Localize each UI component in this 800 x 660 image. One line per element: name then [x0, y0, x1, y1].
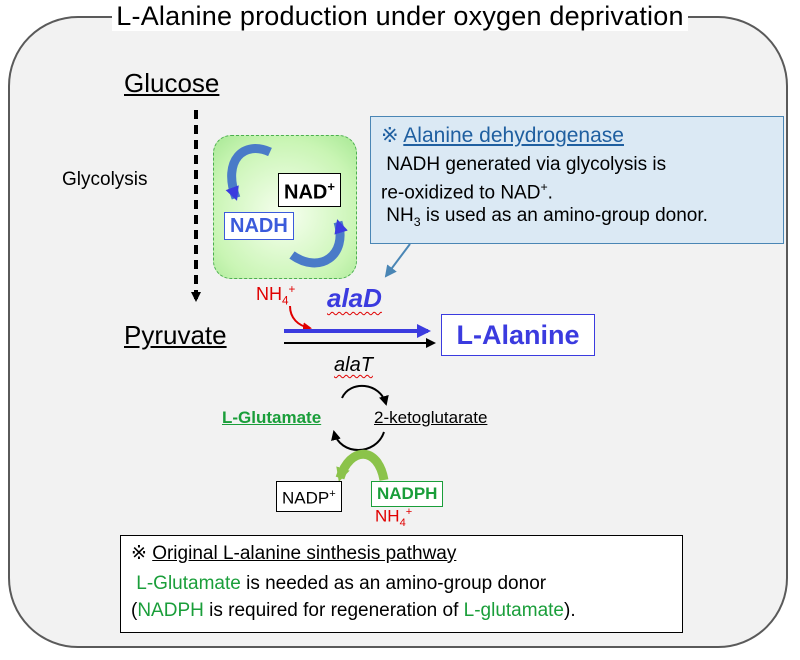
nh4-base-2: NH [375, 506, 400, 526]
callout-orig-nadph: NADPH [137, 600, 204, 621]
label-glycolysis: Glycolysis [62, 169, 148, 190]
nadh-box: NADH [224, 212, 294, 240]
nh4-sup-2: + [405, 506, 413, 518]
nh4-label-alad: NH4+ [256, 283, 295, 308]
nadp-charge: + [329, 488, 336, 500]
callout-orig-body: L-Glutamate is needed as an amino-group … [131, 570, 672, 624]
callout-alanine-dehydrogenase: ※ Alanine dehydrogenase NADH generated v… [370, 116, 784, 244]
nad-box: NAD+ [278, 173, 341, 207]
nh4-base: NH [256, 284, 282, 304]
compound-l-glutamate: L-Glutamate [222, 408, 322, 427]
diagram-title: L-Alanine production under oxygen depriv… [60, 0, 740, 32]
callout-alad-line1: NADH generated via glycolysis is [381, 153, 773, 176]
nadp-text: NADP [282, 488, 330, 508]
title-text: L-Alanine production under oxygen depriv… [112, 1, 688, 31]
callout-alad-line2-sup: + [540, 180, 548, 194]
reference-mark-2: ※ [131, 543, 147, 564]
callout-orig-close: ). [564, 600, 576, 621]
compound-glucose: Glucose [124, 68, 220, 98]
compound-2-ketoglutarate: 2-ketoglutarate [374, 408, 488, 427]
callout-alad-title: Alanine dehydrogenase [403, 124, 624, 147]
callout-alad-line3-pre: NH [386, 205, 414, 227]
callout-alad-line2-pre: re-oxidized to NAD [381, 182, 541, 204]
callout-alad-line3-post: is used as an amino-group donor. [420, 205, 708, 227]
nh4-label-nadph: NH4+ [375, 506, 412, 529]
nadph-box: NADPH [371, 481, 444, 507]
callout-orig-line1: L-Glutamate is needed as an amino-group … [131, 570, 672, 597]
callout-alad-line2: re-oxidized to NAD+. [381, 176, 773, 204]
callout-orig-line2: (NADPH is required for regeneration of L… [131, 597, 672, 624]
nadh-cycle-panel [213, 135, 357, 279]
callout-alad-body: NADH generated via glycolysis is re-oxid… [381, 153, 773, 234]
nh4-sup: + [288, 283, 296, 296]
nad-text: NAD [284, 181, 328, 204]
callout-alad-line3: NH3 is used as an amino-group donor. [381, 204, 773, 234]
compound-pyruvate: Pyruvate [124, 320, 227, 350]
callout-orig-glutamate-2: L-glutamate [463, 600, 564, 621]
callout-orig-open: ( [131, 600, 138, 621]
gene-alat: alaT [334, 354, 373, 376]
callout-original-pathway: ※ Original L-alanine sinthesis pathway L… [120, 535, 683, 633]
reference-mark: ※ [381, 124, 399, 147]
nh4-sub-2: 4 [399, 517, 406, 530]
nad-charge: + [327, 179, 335, 194]
gene-alad: alaD [327, 283, 382, 313]
callout-orig-glutamate: L-Glutamate [136, 573, 241, 594]
callout-orig-title: Original L-alanine sinthesis pathway [152, 543, 457, 564]
nadp-box: NADP+ [276, 481, 342, 512]
compound-l-alanine: L-Alanine [441, 314, 595, 356]
callout-alad-line2-post: . [547, 182, 553, 204]
nh4-sub: 4 [282, 294, 289, 308]
callout-orig-line2-mid: is required for regeneration of [203, 600, 464, 621]
callout-alad-line3-sub: 3 [413, 215, 421, 230]
callout-alad-heading: ※ Alanine dehydrogenase [381, 123, 773, 149]
callout-orig-heading: ※ Original L-alanine sinthesis pathway [131, 542, 672, 566]
callout-orig-line1-rest: is needed as an amino-group donor [240, 573, 547, 594]
callout-alad-line1-text: NADH generated via glycolysis is [386, 154, 667, 175]
